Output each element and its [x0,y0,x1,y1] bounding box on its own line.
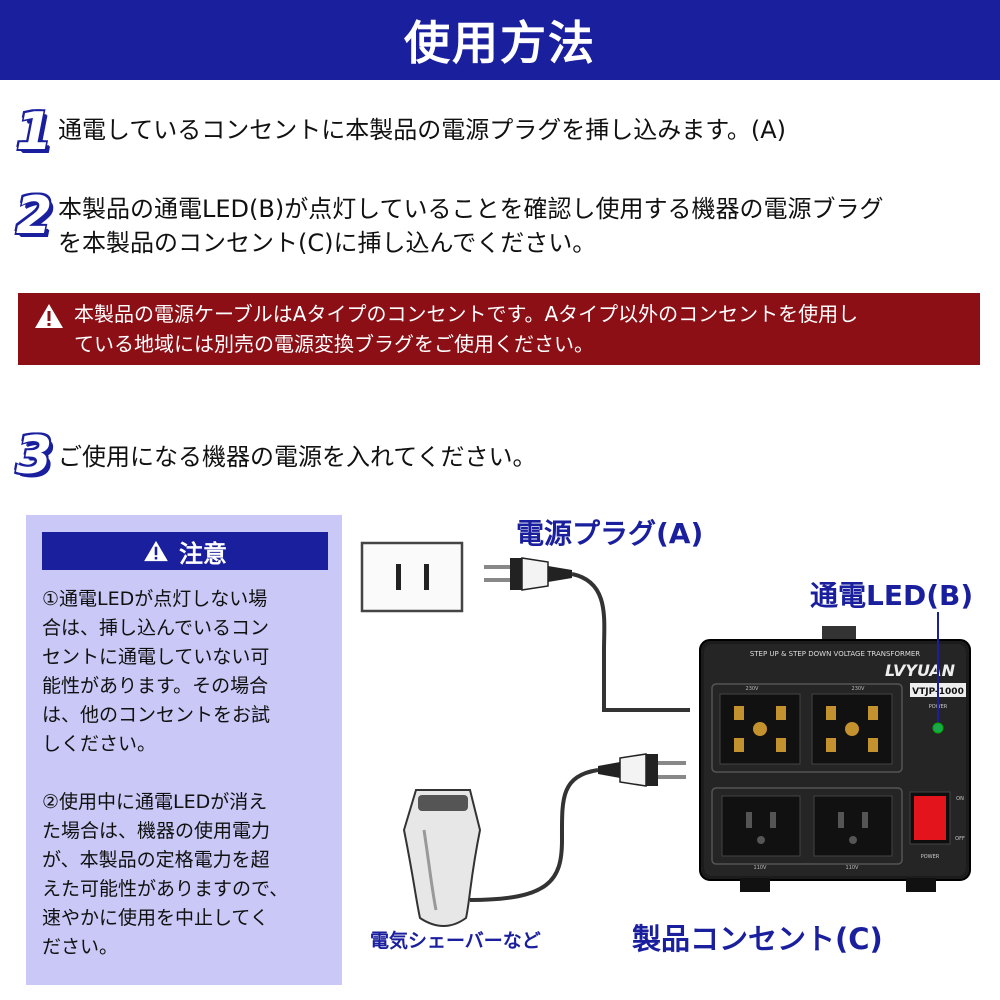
volt-label: 110V [846,865,860,871]
step-2: 2 本製品の通電LED(B)が点灯していることを確認し使用する機器の電源ブラグ … [14,186,884,260]
wall-outlet [360,541,464,613]
switch-power-label: POWER [921,854,940,860]
volt-label: 230V [746,686,760,692]
plug-label: 電源プラグ(A) [516,517,704,550]
step-3-text: ご使用になる機器の電源を入れてください。 [58,443,537,471]
page-header: 使用方法 [0,0,1000,80]
device-plug [469,753,686,902]
electric-shaver [402,789,482,927]
step-number-2: 2 [16,186,53,246]
warning-line-2: ている地域には別売の電源変換ブラグをご使用ください。 [74,332,594,356]
caution-box: 注意 ①通電LEDが点灯しない場合は、挿し込んでいるコンセントに通電していない可… [26,515,342,985]
step-3: 3 ご使用になる機器の電源を入れてください。 [14,426,537,486]
step-2-text: 本製品の通電LED(B)が点灯していることを確認し使用する機器の電源ブラグ を本… [58,192,884,260]
warning-icon [35,304,63,328]
warning-banner: 本製品の電源ケーブルはAタイプのコンセントです。Aタイプ以外のコンセントを使用し… [18,293,980,365]
step-2-line-1: 本製品の通電LED(B)が点灯していることを確認し使用する機器の電源ブラグ [58,195,884,223]
step-number-3: 3 [16,426,53,486]
switch-off-label: OFF [955,836,965,842]
transformer-device: STEP UP & STEP DOWN VOLTAGE TRANSFORMER … [699,612,971,892]
power-switch [914,796,946,840]
outlet-label: 製品コンセント(C) [632,922,883,956]
caution-body: ①通電LEDが点灯しない場合は、挿し込んでいるコンセントに通電していない可能性が… [42,585,330,991]
led-label: 通電LED(B) [810,579,974,612]
device-top-text: STEP UP & STEP DOWN VOLTAGE TRANSFORMER [750,650,920,658]
caution-header: 注意 [42,532,328,570]
power-plug-a [484,557,690,712]
caution-title: 注意 [179,539,227,568]
volt-label: 110V [754,865,768,871]
caution-note-1: ①通電LEDが点灯しない場合は、挿し込んでいるコンセントに通電していない可能性が… [42,588,271,755]
warning-icon [144,540,168,562]
switch-on-label: ON [956,796,964,802]
power-led [932,722,944,734]
caution-note-2: ②使用中に通電LEDが消えた場合は、機器の使用電力が、本製品の定格電力を超えた可… [42,791,289,958]
step-1-text: 通電しているコンセントに本製品の電源プラグを挿し込みます。(A) [58,116,787,144]
warning-line-1: 本製品の電源ケーブルはAタイプのコンセントです。Aタイプ以外のコンセントを使用し [74,302,859,326]
step-number-1: 1 [16,102,53,162]
volt-label: 230V [852,686,866,692]
device-brand: LVYUAN [885,661,956,680]
page-title: 使用方法 [404,16,596,70]
shaver-label: 電気シェーバーなど [370,930,541,952]
step-1: 1 通電しているコンセントに本製品の電源プラグを挿し込みます。(A) [14,102,787,162]
step-2-line-2: を本製品のコンセント(C)に挿し込んでください。 [58,229,597,257]
